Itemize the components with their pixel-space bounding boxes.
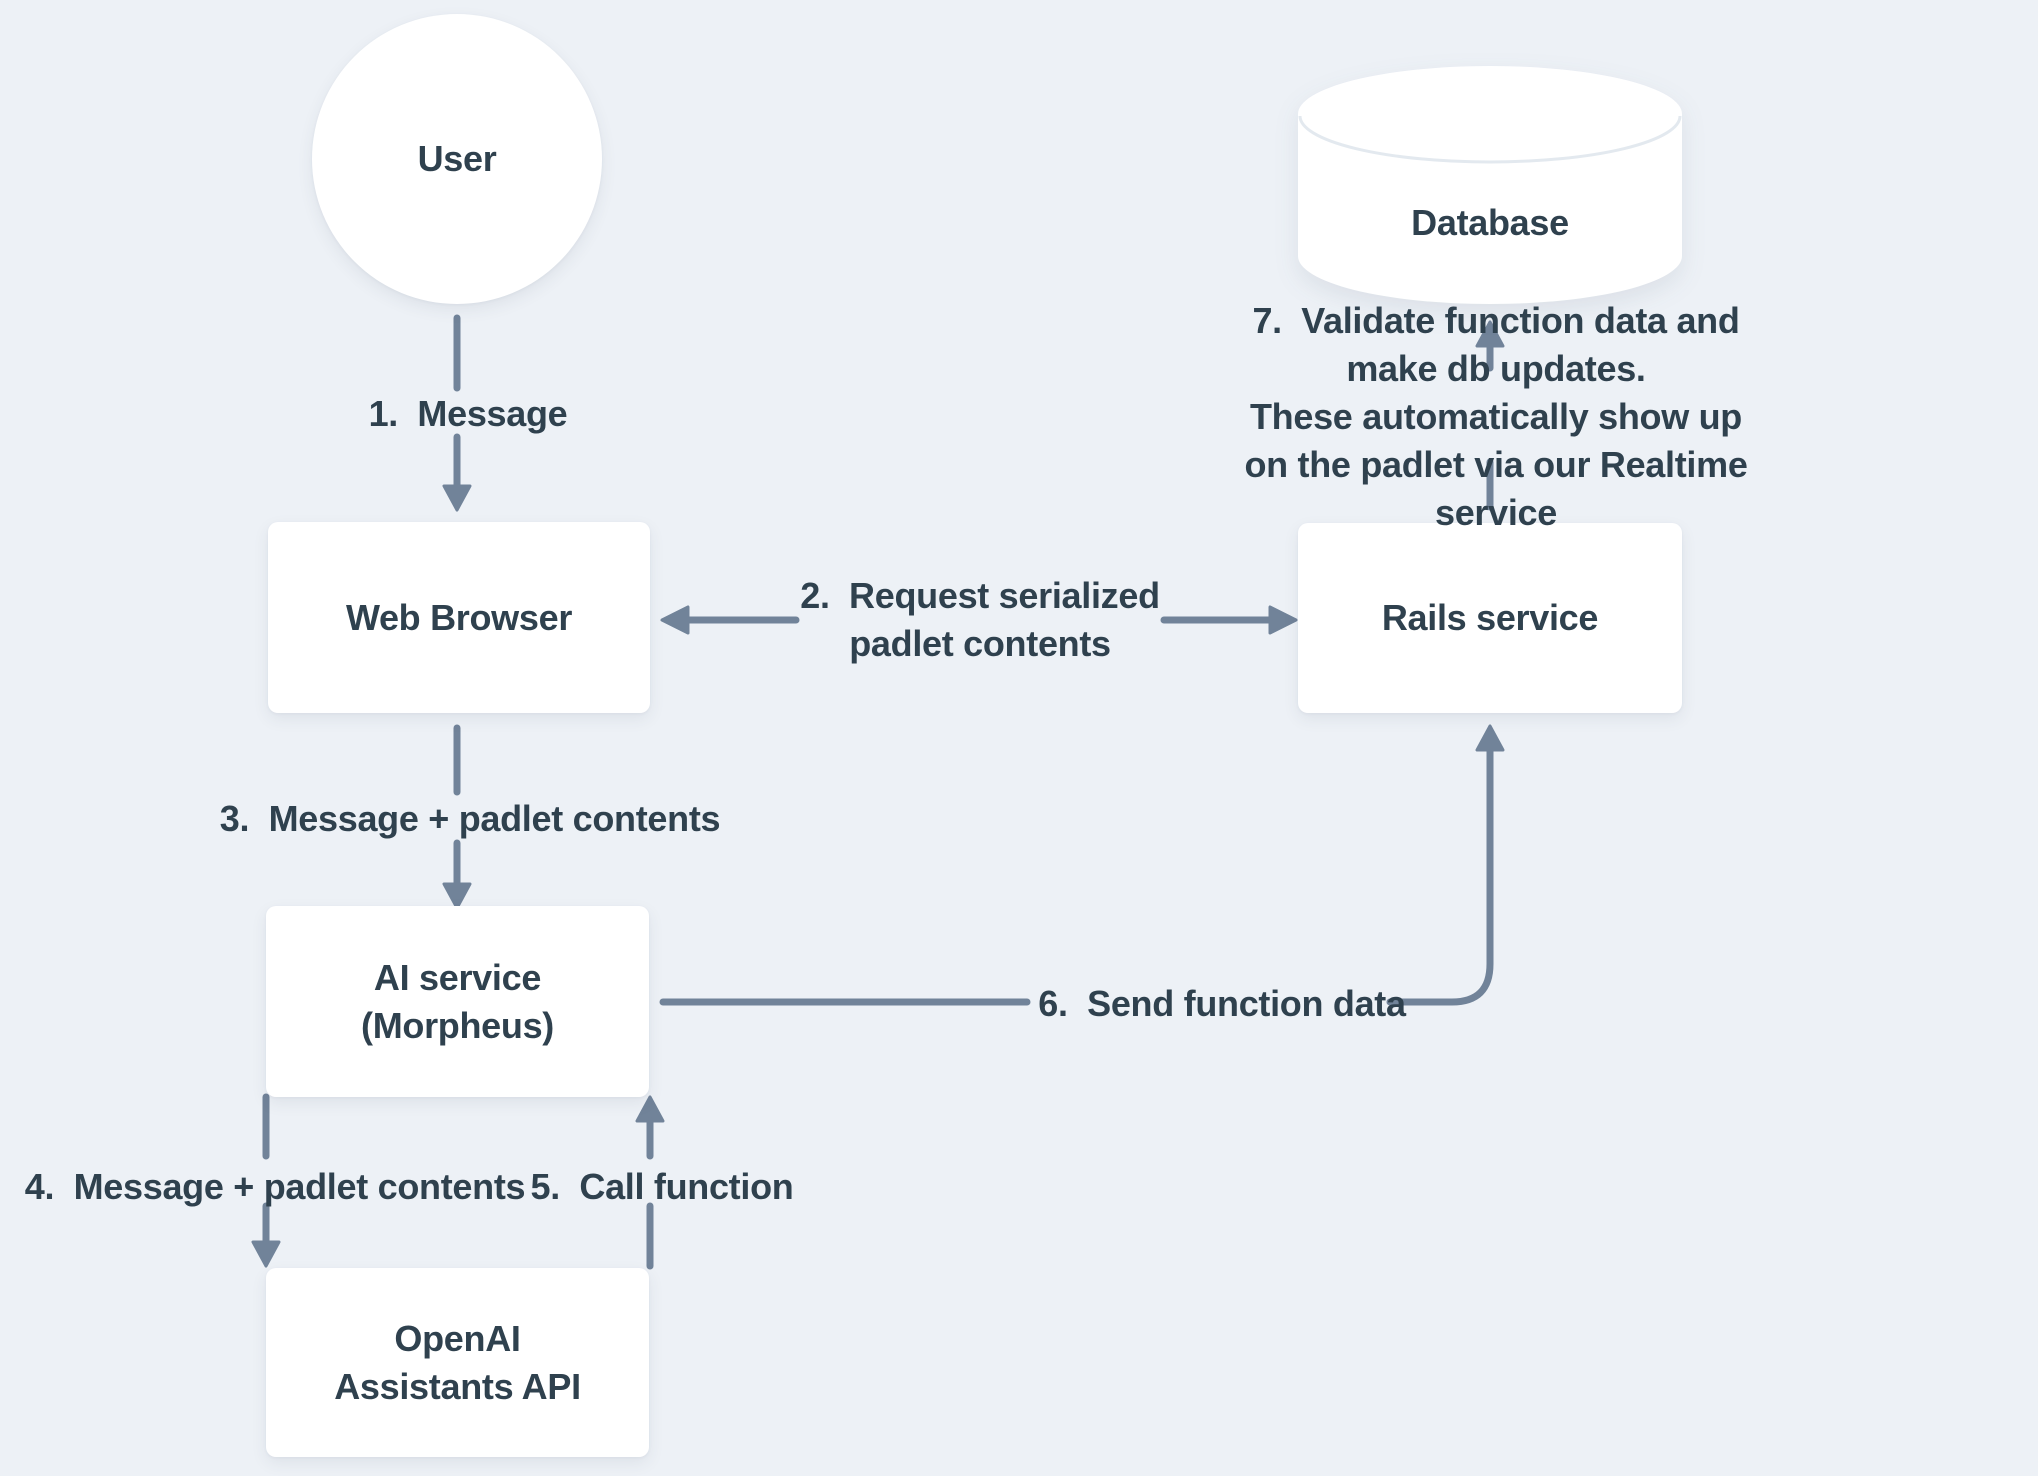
node-web-browser-label: Web Browser xyxy=(345,596,573,638)
arrowhead-down-icon xyxy=(442,484,472,512)
arrowhead-up-icon xyxy=(635,1095,665,1123)
edge-label-step6: 6. Send function data xyxy=(1038,983,1406,1024)
edge-label-step4: 4. Message + padlet contents xyxy=(24,1166,526,1207)
node-ai-service: AI service (Morpheus) xyxy=(266,906,649,1097)
arrowhead-down-icon xyxy=(442,882,472,910)
node-rails-service: Rails service xyxy=(1298,523,1682,713)
database-cylinder-icon xyxy=(1298,66,1682,304)
node-web-browser: Web Browser xyxy=(268,522,650,713)
node-database-label: Database xyxy=(1411,202,1569,243)
node-rails-service-label: Rails service xyxy=(1381,597,1599,638)
arrowhead-up-icon xyxy=(1475,724,1505,752)
edge-label-step2: 2. Request serialized padlet contents xyxy=(800,575,1160,664)
node-openai-assistants-api-label: OpenAI Assistants API xyxy=(334,1317,581,1407)
arrowhead-right-icon xyxy=(1268,605,1298,635)
arrowhead-down-icon xyxy=(251,1240,281,1268)
arrow-step6 xyxy=(659,724,1505,1006)
node-ai-service-label: AI service (Morpheus) xyxy=(361,956,554,1046)
arrowhead-left-icon xyxy=(660,605,690,635)
node-user: User xyxy=(312,14,602,304)
edge-label-step5: 5. Call function xyxy=(530,1166,794,1207)
node-user-label: User xyxy=(417,138,497,179)
edge-label-step7: 7. Validate function data and make db up… xyxy=(1244,300,1748,533)
edge-label-step1: 1. Message xyxy=(368,393,568,434)
node-openai-assistants-api: OpenAI Assistants API xyxy=(266,1268,649,1457)
edge-label-step3: 3. Message + padlet contents xyxy=(219,798,721,839)
node-database: Database xyxy=(1298,66,1682,304)
